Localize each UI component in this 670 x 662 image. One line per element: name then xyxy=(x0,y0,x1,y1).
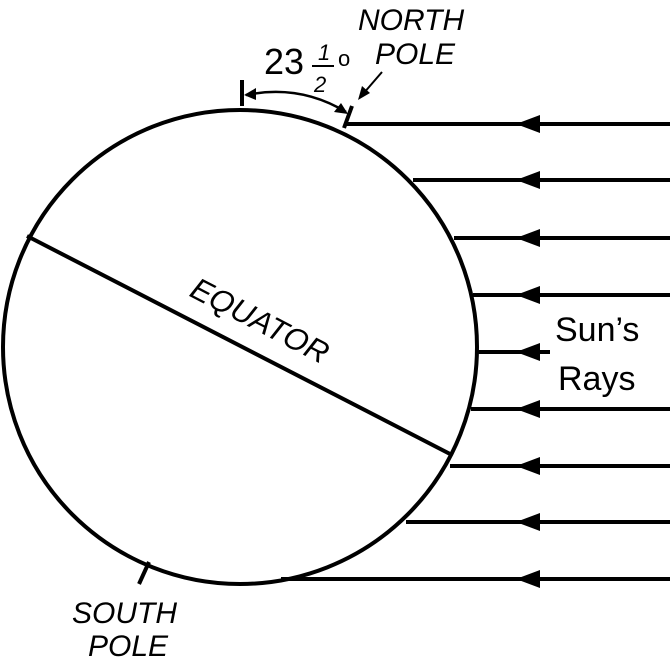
rays-label-line2: Rays xyxy=(558,360,635,398)
sun-ray-9-arrowhead xyxy=(516,570,540,588)
sun-ray-6-arrowhead xyxy=(516,400,540,418)
sun-ray-8-arrowhead xyxy=(516,513,540,531)
sun-ray-7-arrowhead xyxy=(516,457,540,475)
south-pole-axis-tick xyxy=(137,561,151,585)
sun-ray-3-arrowhead xyxy=(516,229,540,247)
north-pole-axis-tick xyxy=(342,105,354,129)
sun-ray-5-arrowhead xyxy=(516,343,540,361)
tilt-angle-whole: 23 xyxy=(264,41,304,82)
tilt-angle-arc xyxy=(245,90,347,114)
tilt-angle-numerator: 1 xyxy=(318,40,330,65)
south-pole-label-line1: SOUTH xyxy=(72,597,177,630)
south-pole-label-line2: POLE xyxy=(88,630,169,662)
tilt-angle-denominator: 2 xyxy=(313,72,326,97)
earth-circle xyxy=(1,108,479,586)
north-pole-pointer-arrowhead xyxy=(358,86,370,100)
sun-ray-1-arrowhead xyxy=(516,115,540,133)
sun-ray-2-arrowhead xyxy=(516,171,540,189)
sun-ray-4-arrowhead xyxy=(516,286,540,304)
rays-label-background xyxy=(550,305,670,401)
equator-line xyxy=(26,234,453,457)
north-pole-label-line2: POLE xyxy=(375,38,456,71)
rays-label-line1: Sun’s xyxy=(555,311,639,349)
tilt-arc-arrowhead-right xyxy=(334,103,348,114)
tilt-angle-degree: o xyxy=(338,46,350,71)
sun-rays xyxy=(281,115,670,588)
north-pole-label-line1: NORTH xyxy=(358,4,464,37)
tilt-angle-label: 23 1 2 o xyxy=(264,40,350,97)
tilt-arc-arrowhead-left xyxy=(244,88,256,100)
